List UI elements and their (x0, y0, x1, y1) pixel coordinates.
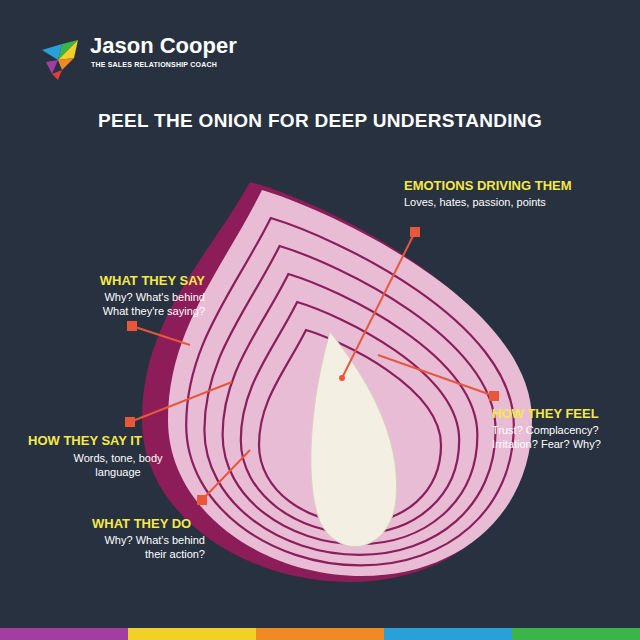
callout-text: Why? What's behind their action? (98, 534, 205, 562)
callout-text: Why? What's behind What they're saying? (88, 291, 205, 319)
callout-heading: EMOTIONS DRIVING THEM (404, 178, 629, 194)
onion (142, 182, 532, 582)
brand-tagline: THE SALES RELATIONSHIP COACH (91, 61, 291, 68)
callout-text: Loves, hates, passion, points (404, 196, 629, 210)
brand-name: Jason Cooper (90, 33, 310, 59)
logo-bird (42, 40, 78, 80)
callout-text: Trust? Complacency? Irritation? Fear? Wh… (492, 424, 620, 452)
title: PEEL THE ONION FOR DEEP UNDERSTANDING (0, 110, 640, 132)
callout-heading: WHAT THEY DO (92, 516, 252, 532)
callout-heading: HOW THEY FEEL (492, 406, 632, 422)
callout-heading: HOW THEY SAY IT (28, 433, 208, 449)
leader-lines (126, 228, 498, 504)
callout-heading: WHAT THEY SAY (35, 273, 205, 289)
callout-text: Words, tone, body language (70, 452, 166, 480)
color-bar (0, 628, 640, 640)
